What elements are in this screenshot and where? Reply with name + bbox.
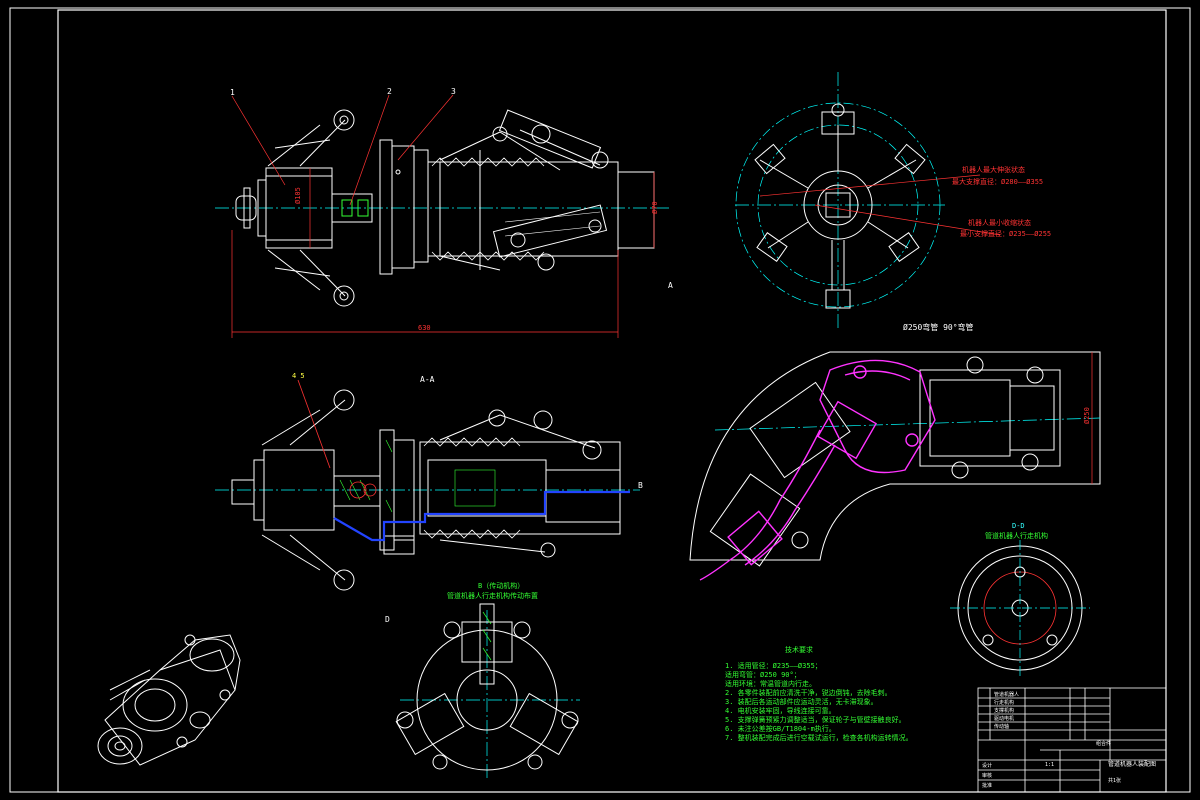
- notes-line-8: 6. 未注公差按GB/T1804-m执行。: [725, 724, 836, 733]
- notes-line-7: 5. 支撑弹簧预紧力调整适当，保证轮子与管壁接触良好。: [725, 715, 906, 724]
- view-marker-a: A: [668, 281, 673, 290]
- tb-drawing-title: 管道机器人装配图: [1108, 760, 1156, 768]
- tb-row-5: 传动轴: [994, 723, 1009, 730]
- dd-view-caption: 管道机器人行走机构: [985, 531, 1048, 540]
- front-view: [735, 72, 1001, 330]
- title-block: [977, 687, 1167, 793]
- b-drive-view: [395, 603, 580, 780]
- notes-line-5: 3. 装配后各运动部件应运动灵活，无卡滞现象。: [725, 697, 878, 706]
- notes-line-4: 2. 各零件装配前应清洗干净，锐边倒钝，去除毛刺。: [725, 688, 892, 697]
- callout-2: 2: [387, 87, 392, 96]
- tb-row-1: 管道机器人: [994, 691, 1019, 698]
- front-caption-4: 最小支撑直径：Ø235——Ø255: [960, 229, 1051, 238]
- callout-3: 3: [451, 87, 456, 96]
- notes-line-3: 适用环境：常温管道内行走。: [725, 679, 816, 688]
- notes-line-2: 适用弯管：Ø250 90°；: [725, 670, 801, 679]
- front-caption-1: 机器人最大伸张状态: [962, 165, 1025, 174]
- front-caption-3: 机器人最小收缩状态: [968, 218, 1031, 227]
- dim-phi70: Ø70: [651, 201, 659, 214]
- view-marker-d: D: [385, 615, 390, 624]
- view-marker-b: B: [638, 481, 643, 490]
- tb-scale: 1:1: [1045, 762, 1054, 768]
- tb-sheet: 共1张: [1108, 777, 1121, 784]
- dd-view: [950, 540, 1090, 676]
- notes-title: 技术要求: [785, 645, 813, 654]
- outer-border: [9, 7, 1191, 793]
- notes-line-1: 1. 适用管径：Ø235——Ø355；: [725, 661, 822, 670]
- elbow-pipe-view: [689, 351, 1101, 581]
- tb-row-3: 支撑机构: [994, 707, 1014, 714]
- technical-notes: 技术要求 1. 适用管径：Ø235——Ø355； 适用弯管：Ø250 90°； …: [725, 645, 913, 742]
- tb-row-4: 驱动电机: [994, 715, 1014, 722]
- title-block-text: 管道机器人 行走机构 支撑机构 驱动电机 传动轴 组合件 管道机器人装配图 1:…: [982, 691, 1156, 789]
- inner-frame: [57, 9, 1167, 793]
- notes-line-6: 4. 电机安装牢固，导线连接可靠。: [725, 706, 836, 715]
- elbow-caption: Ø250弯管 90°弯管: [903, 322, 974, 332]
- front-caption-2: 最大支撑直径：Ø280——Ø355: [952, 177, 1043, 186]
- isometric-view: [97, 634, 241, 766]
- section-aa-view: [215, 379, 640, 591]
- tb-designer: 设计: [982, 762, 992, 769]
- dd-view-title: D-D: [1012, 522, 1025, 530]
- dim-length: 630: [418, 324, 431, 332]
- callout-1: 1: [230, 88, 235, 97]
- side-view-dimensions: [231, 94, 655, 338]
- section-aa-title: A-A: [420, 375, 435, 384]
- tb-row-2: 行走机构: [994, 699, 1014, 706]
- b-view-caption-2: 管道机器人行走机构传动布置: [447, 591, 538, 600]
- tb-approver: 批准: [982, 782, 992, 789]
- dim-phi250: Ø250: [1083, 407, 1091, 424]
- dim-phi105: Ø105: [294, 187, 302, 204]
- tb-material: 组合件: [1096, 740, 1111, 747]
- notes-line-9: 7. 整机装配完成后进行空载试运行，检查各机构运转情况。: [725, 733, 913, 742]
- tb-checker: 审核: [982, 772, 992, 779]
- callout-45: 4 5: [292, 372, 305, 380]
- side-view: [215, 109, 670, 307]
- b-view-caption-1: B（传动机构）: [478, 581, 524, 590]
